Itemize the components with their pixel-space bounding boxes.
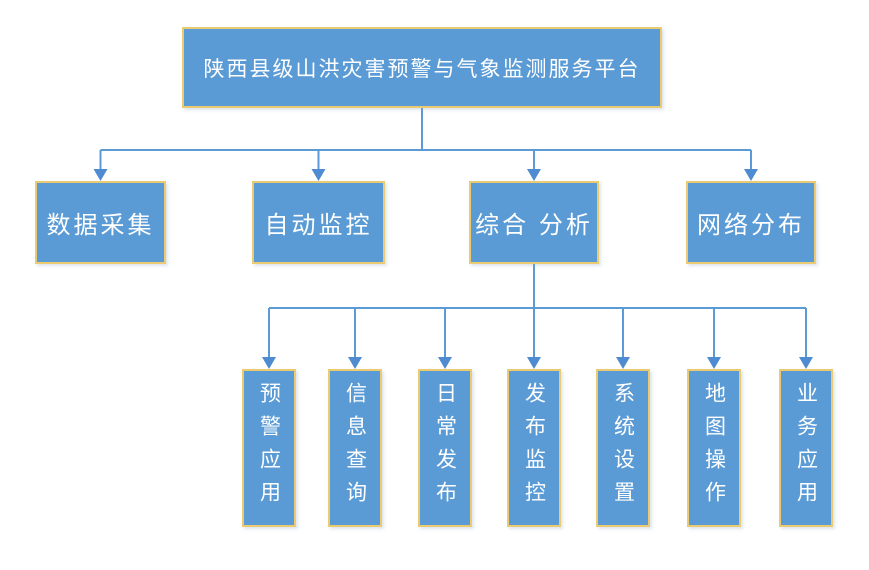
node-label: 业务应用 xyxy=(794,382,818,514)
node-warning-application: 预警应用 xyxy=(242,369,296,527)
node-label: 发布监控 xyxy=(522,382,546,514)
node-label: 日常发布 xyxy=(433,382,457,514)
node-label: 信息查询 xyxy=(343,382,367,514)
connector-level1 xyxy=(99,108,752,170)
arrow-down-icon xyxy=(707,357,721,369)
arrow-down-icon xyxy=(527,169,541,181)
arrow-down-icon xyxy=(262,357,276,369)
node-auto-monitoring: 自动监控 xyxy=(252,181,385,264)
arrow-down-icon xyxy=(799,357,813,369)
node-business-application: 业务应用 xyxy=(779,369,833,527)
node-info-query: 信息查询 xyxy=(328,369,382,527)
arrow-down-icon xyxy=(93,169,108,181)
node-platform-title: 陕西县级山洪灾害预警与气象监测服务平台 xyxy=(182,27,662,108)
node-release-monitoring: 发布监控 xyxy=(507,369,561,527)
arrow-down-icon xyxy=(311,169,326,181)
arrow-down-icon xyxy=(744,169,758,181)
arrow-down-icon xyxy=(527,357,541,369)
node-map-operations: 地图操作 xyxy=(687,369,741,527)
node-daily-release: 日常发布 xyxy=(418,369,472,527)
arrowheads-level2 xyxy=(93,169,758,181)
node-label: 地图操作 xyxy=(702,382,726,514)
arrowheads-level3 xyxy=(262,357,813,369)
node-label: 预警应用 xyxy=(257,382,281,514)
arrow-down-icon xyxy=(616,357,630,369)
node-data-collection: 数据采集 xyxy=(35,181,166,264)
node-comprehensive-analysis: 综合 分析 xyxy=(469,181,599,264)
node-label: 系统设置 xyxy=(611,382,635,514)
arrow-down-icon xyxy=(438,357,452,369)
node-network-distribution: 网络分布 xyxy=(686,181,816,264)
node-system-settings: 系统设置 xyxy=(596,369,650,527)
arrow-down-icon xyxy=(348,357,362,369)
connector-level2 xyxy=(268,264,807,358)
